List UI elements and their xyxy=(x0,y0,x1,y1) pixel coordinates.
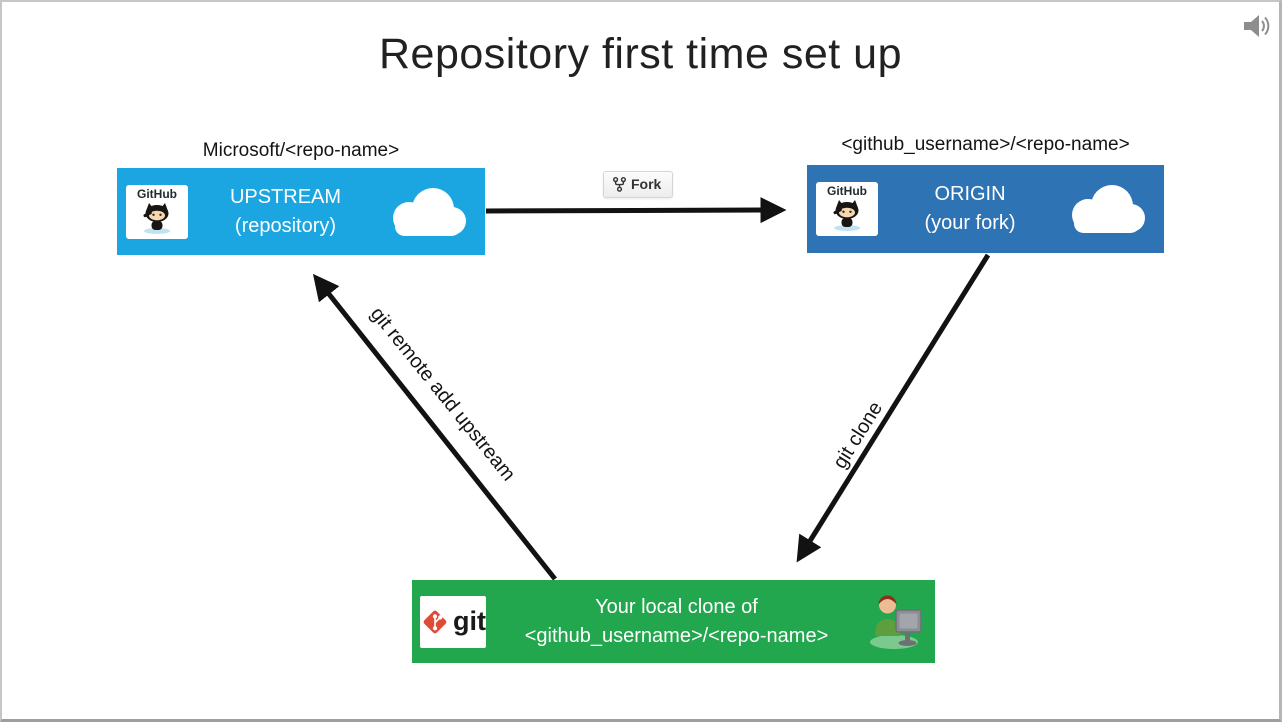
upstream-name: UPSTREAM xyxy=(229,185,342,208)
github-logo-badge: GitHub xyxy=(126,184,188,239)
github-logo-badge: GitHub xyxy=(816,182,878,236)
fork-button[interactable]: Fork xyxy=(603,171,674,198)
local-clone-line2: <github_username>/<repo-name> xyxy=(524,624,829,647)
local-clone-line1: Your local clone of xyxy=(595,595,758,618)
github-logo-label: GitHub xyxy=(137,186,177,201)
upstream-subtitle: (repository) xyxy=(234,214,337,237)
origin-node-label: ORIGIN (your fork) xyxy=(878,180,1062,238)
git-logo-badge: git xyxy=(420,595,486,648)
fork-button-label: Fork xyxy=(631,176,662,192)
arrow-local-to-upstream xyxy=(312,273,557,581)
arrow-origin-to-local xyxy=(796,253,991,563)
origin-subtitle: (your fork) xyxy=(924,212,1016,234)
page-title: Repository first time set up xyxy=(378,30,902,78)
upstream-node-label: UPSTREAM (repository) xyxy=(188,183,383,241)
upstream-caption: Microsoft/<repo-name> xyxy=(202,140,400,161)
local-clone-label: Your local clone of <github_username>/<r… xyxy=(486,593,867,651)
git-logo-icon xyxy=(423,610,447,633)
octocat-icon xyxy=(833,200,860,231)
speaker-icon[interactable] xyxy=(1241,12,1273,40)
octocat-icon xyxy=(143,202,170,234)
person-at-computer-icon xyxy=(870,595,922,649)
origin-caption: <github_username>/<repo-name> xyxy=(841,134,1130,155)
git-logo-label: git xyxy=(453,606,486,636)
github-logo-label: GitHub xyxy=(827,184,867,198)
local-clone-node[interactable]: git Your local clone of <github_username… xyxy=(412,580,935,663)
fork-icon xyxy=(613,176,626,192)
origin-node[interactable]: GitHub ORIGIN (your fork) xyxy=(807,165,1164,253)
arrow-upstream-to-origin xyxy=(485,197,787,224)
upstream-node[interactable]: GitHub UPSTREAM (repository) xyxy=(117,168,485,255)
origin-name: ORIGIN xyxy=(934,183,1006,205)
cloud-icon xyxy=(1072,185,1145,233)
cloud-icon xyxy=(393,187,466,236)
